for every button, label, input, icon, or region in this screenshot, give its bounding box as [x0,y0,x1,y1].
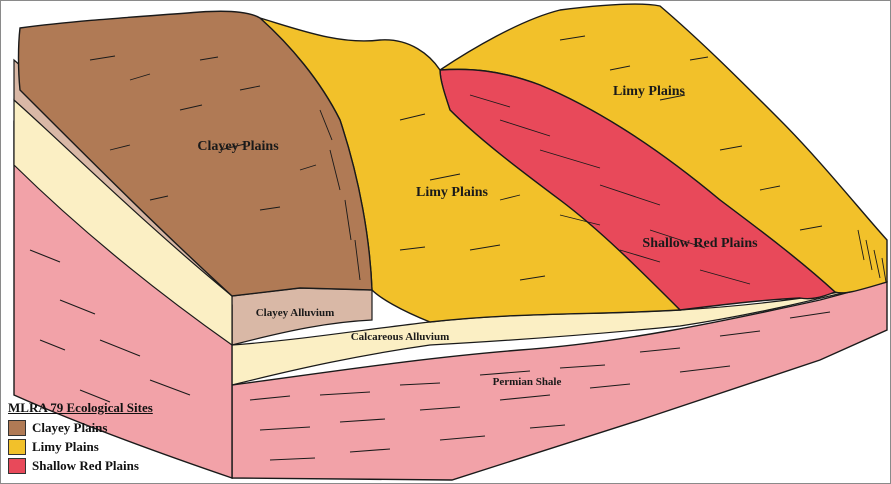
legend-swatch [8,458,26,474]
legend-label: Shallow Red Plains [32,458,139,474]
legend-title: MLRA 79 Ecological Sites [8,400,176,416]
clayey-plains-label: Clayey Plains [197,139,279,154]
permian-shale-label: Permian Shale [493,376,562,388]
legend: MLRA 79 Ecological Sites Clayey Plains L… [6,400,176,475]
calcareous-alluvium-label: Calcareous Alluvium [351,331,450,343]
limy-plains-center-label: Limy Plains [416,185,489,200]
legend-label: Clayey Plains [32,420,107,436]
clayey-alluvium-label: Clayey Alluvium [256,307,335,319]
legend-swatch [8,420,26,436]
limy-plains-right-label: Limy Plains [613,84,686,99]
legend-label: Limy Plains [32,439,99,455]
legend-swatch [8,439,26,455]
legend-item-limy-plains: Limy Plains [6,437,176,456]
shallow-red-plains-label: Shallow Red Plains [642,236,758,251]
legend-item-shallow-red-plains: Shallow Red Plains [6,456,176,475]
legend-item-clayey-plains: Clayey Plains [6,418,176,437]
